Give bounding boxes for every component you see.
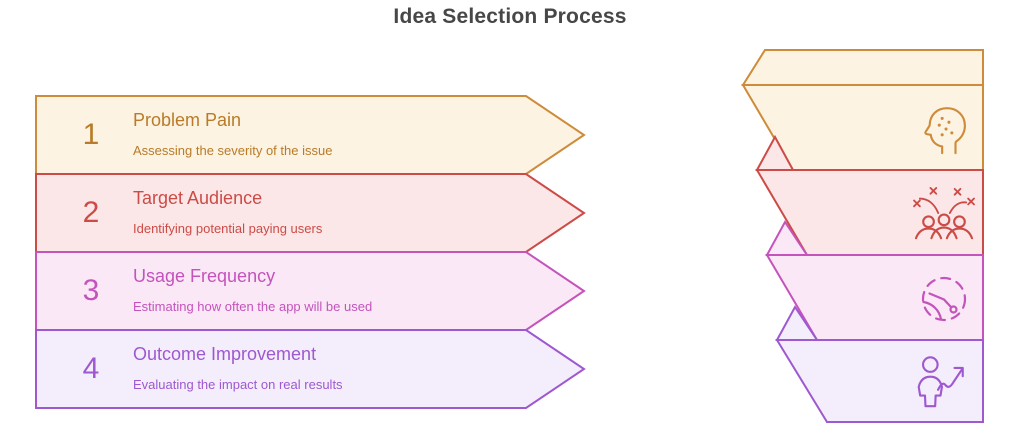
arrow-shape — [35, 173, 586, 253]
arrow-shape — [35, 251, 586, 331]
ribbon-segment-1 — [741, 49, 984, 171]
frequency-clock-icon — [921, 276, 967, 322]
step-banner-1: 1 Problem Pain Assessing the severity of… — [35, 95, 595, 175]
arrow-shape — [35, 95, 586, 175]
growth-person-icon — [917, 356, 964, 408]
folded-ribbon-graphic — [741, 49, 984, 423]
step-title: Usage Frequency — [133, 266, 276, 286]
step-number: 1 — [82, 118, 100, 151]
step-number: 2 — [82, 196, 100, 229]
step-description: Evaluating the impact on real results — [133, 377, 343, 392]
step-title: Outcome Improvement — [133, 344, 317, 364]
step-description: Identifying potential paying users — [133, 221, 323, 236]
arrow-shape — [35, 329, 586, 409]
step-banner-4: 4 Outcome Improvement Evaluating the imp… — [35, 329, 595, 409]
step-title: Problem Pain — [133, 110, 242, 130]
step-banner-3: 3 Usage Frequency Estimating how often t… — [35, 251, 595, 331]
step-title: Target Audience — [133, 188, 263, 208]
step-description: Estimating how often the app will be use… — [133, 299, 373, 314]
page-title: Idea Selection Process — [393, 5, 627, 28]
step-description: Assessing the severity of the issue — [133, 143, 333, 158]
ribbon-segment-4 — [775, 305, 984, 423]
audience-crowd-icon — [913, 187, 975, 240]
step-banner-2: 2 Target Audience Identifying potential … — [35, 173, 595, 253]
step-number: 4 — [82, 352, 100, 385]
step-number: 3 — [82, 274, 100, 307]
head-pain-icon — [924, 107, 966, 155]
